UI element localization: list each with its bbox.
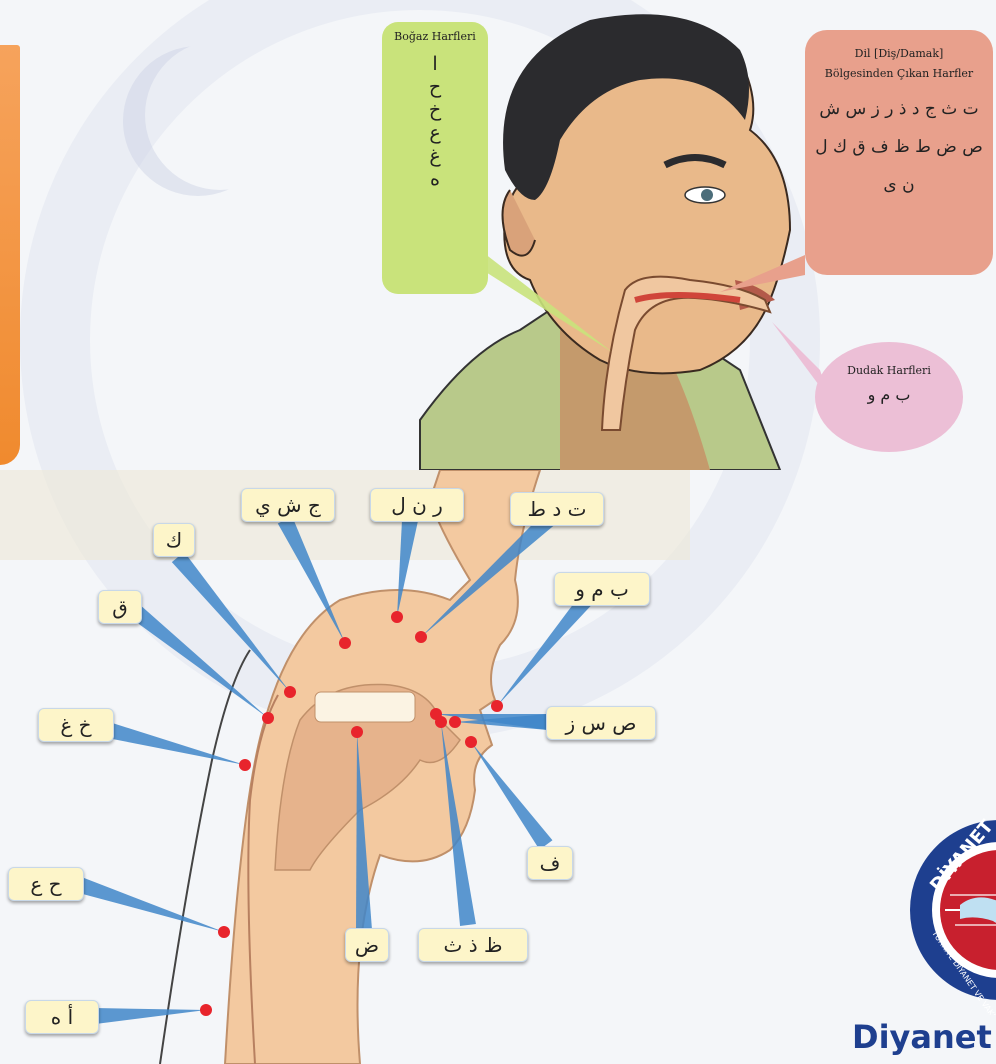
pointer-beam — [106, 722, 245, 765]
diyanet-logo-text: Diyanet — [852, 1018, 992, 1056]
lip-letters-title: Dudak Harfleri — [815, 364, 963, 377]
tongue-letters-row: ن ى — [815, 166, 983, 204]
letters-ra-nun-lam: ر ن ل — [370, 488, 464, 522]
letters-kha-ghayn: خ غ — [38, 708, 114, 742]
articulation-point — [491, 700, 503, 712]
articulation-point — [239, 759, 251, 771]
articulation-point — [351, 726, 363, 738]
throat-letter: غ — [382, 145, 488, 168]
letters-ba-mim-waw: ب م و — [554, 572, 650, 606]
articulation-point — [284, 686, 296, 698]
tongue-letters-row: ت ث ج د ذ ر ز س ش — [815, 90, 983, 128]
articulation-point — [449, 716, 461, 728]
throat-letter: ح — [382, 76, 488, 99]
tongue-letters-list: ت ث ج د ذ ر ز س ش ص ض ط ظ ف ق ك ل ن ى — [805, 90, 993, 204]
pointer-beam — [78, 877, 224, 932]
tongue-letters-title-line1: Dil [Diş/Damak] — [805, 44, 993, 64]
throat-letter: خ — [382, 99, 488, 122]
letters-ta-dal-tta: ت د ط — [510, 492, 604, 526]
articulation-point — [415, 631, 427, 643]
letters-sad-sin-zay: ص س ز — [546, 706, 656, 740]
lip-letters-list: ب م و — [815, 385, 963, 404]
articulation-diagram — [0, 470, 720, 1064]
articulation-point — [391, 611, 403, 623]
letters-za-dhal-tha: ظ ذ ث — [418, 928, 528, 962]
pointer-beam — [131, 606, 268, 718]
articulation-point — [465, 736, 477, 748]
letter-fa: ف — [527, 846, 573, 880]
articulation-point — [218, 926, 230, 938]
articulation-point — [200, 1004, 212, 1016]
pointer-beam — [471, 742, 552, 850]
letter-kaf: ك — [153, 523, 195, 557]
letters-alif-ha: أ ه — [25, 1000, 99, 1034]
letters-jim-shin-ya: ج ش ي — [241, 488, 335, 522]
tongue-letters-row: ص ض ط ظ ف ق ك ل — [815, 128, 983, 166]
articulation-point — [339, 637, 351, 649]
throat-letters-list: ا ح خ ع غ ه — [382, 53, 488, 191]
tongue-letters-bubble: Dil [Diş/Damak] Bölgesinden Çıkan Harfle… — [805, 30, 993, 275]
letter-qaf: ق — [98, 590, 142, 624]
articulation-point — [262, 712, 274, 724]
throat-letters-bubble: Boğaz Harfleri ا ح خ ع غ ه — [382, 22, 488, 294]
diyanet-logo-icon: DİYANET TÜRKİYE DİYANET VE VAKIF — [905, 815, 996, 1015]
throat-letter: ا — [382, 53, 488, 76]
articulation-point — [435, 716, 447, 728]
letter-dad: ض — [345, 928, 389, 962]
tongue-letters-title-line2: Bölgesinden Çıkan Harfler — [805, 64, 993, 84]
pointer-beam — [172, 552, 290, 692]
lip-letters-bubble: Dudak Harfleri ب م و — [815, 342, 963, 452]
letters-ha-ayn: ح ع — [8, 867, 84, 901]
throat-letter: ه — [382, 168, 488, 191]
throat-letters-title: Boğaz Harfleri — [382, 30, 488, 43]
pointer-beam — [95, 1008, 206, 1024]
throat-letter: ع — [382, 122, 488, 145]
